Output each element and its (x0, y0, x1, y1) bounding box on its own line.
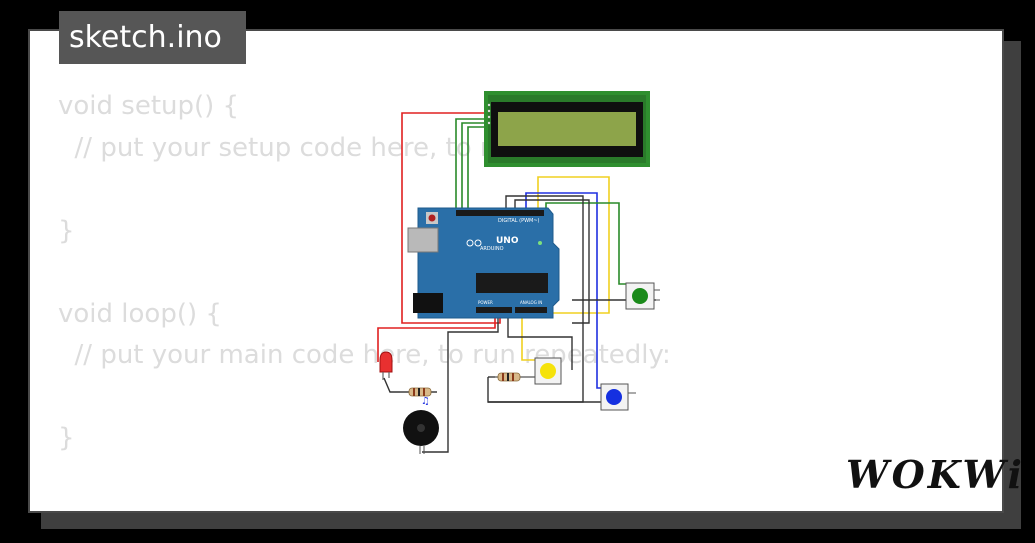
wire-green (455, 118, 484, 214)
blue-pushbutton[interactable] (600, 383, 636, 411)
power-label: POWER (478, 300, 493, 305)
code-line: } (58, 423, 75, 453)
arduino-uno-board[interactable]: DIGITAL (PWM~) UNO ARDUINO POWER ANALOG … (407, 207, 560, 319)
wire-red (401, 112, 501, 324)
board-brand: UNO (496, 236, 519, 246)
wire-black (514, 199, 590, 324)
wire-green (467, 126, 484, 214)
wire-green-button (545, 202, 630, 285)
resistor (490, 372, 535, 382)
digital-header-label: DIGITAL (PWM~) (498, 218, 540, 224)
filename-tab[interactable]: sketch.ino (59, 11, 246, 64)
code-line: } (58, 215, 75, 246)
music-note-icon: ♫ (421, 396, 430, 407)
wire-black (422, 316, 499, 453)
led[interactable] (379, 351, 393, 380)
code-line: void loop() { (58, 298, 222, 329)
analog-label: ANALOG IN (520, 300, 542, 305)
wire-black (507, 318, 573, 370)
wire-black (487, 195, 584, 403)
wire-yellow (521, 176, 610, 361)
resistor (400, 387, 437, 397)
code-line: void setup() { (58, 91, 240, 121)
lcd-display[interactable] (484, 91, 650, 167)
wire-red-led (377, 316, 496, 362)
green-pushbutton[interactable] (625, 282, 660, 310)
wire-green (461, 122, 484, 214)
yellow-pushbutton[interactable] (534, 357, 562, 385)
board-maker: ARDUINO (480, 246, 504, 252)
buzzer-icon[interactable] (403, 410, 439, 454)
code-line: // put your main code here, to run repea… (58, 340, 671, 370)
wokwi-logo: WOKWi (846, 452, 1025, 497)
